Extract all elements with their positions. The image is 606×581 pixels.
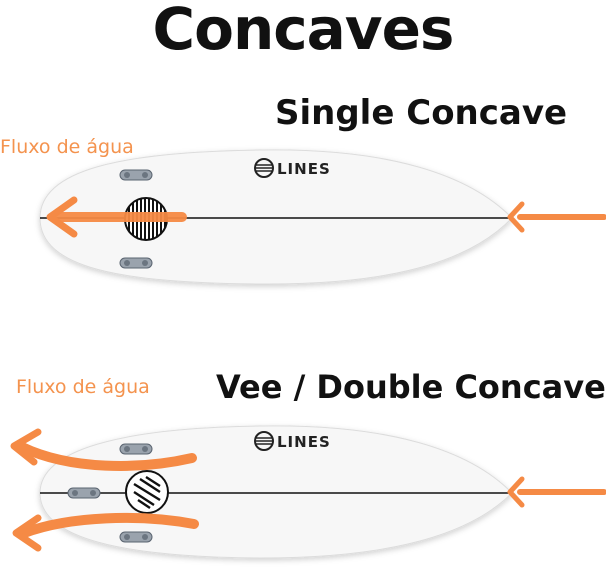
- double-concave-board: LINES: [10, 425, 606, 559]
- double-flow-arrows: [10, 428, 606, 552]
- double-concave-title: Vee / Double Concave: [216, 368, 606, 406]
- single-fin-plug-bottom: [119, 257, 153, 269]
- single-concave-board: LINES: [39, 149, 606, 285]
- double-outflow-arrow-bottom: [19, 512, 199, 538]
- double-water-flow-label: Fluxo de água: [16, 376, 150, 398]
- double-fin-plug-bottom: [119, 531, 153, 543]
- lines-logo-icon: [254, 431, 274, 451]
- double-fin-plug-top: [119, 443, 153, 455]
- double-logo-text: LINES: [277, 433, 331, 451]
- single-fin-plug-top: [119, 169, 153, 181]
- double-outflow-arrow-top: [17, 442, 197, 471]
- page-title: Concaves: [152, 0, 455, 63]
- lines-logo-icon: [254, 158, 274, 178]
- double-leash-plug-icon: [125, 470, 169, 514]
- double-lines-logo: LINES: [254, 431, 331, 451]
- single-flow-arrows: [46, 196, 606, 238]
- single-water-flow-label: Fluxo de água: [0, 136, 134, 158]
- double-board-outline: [39, 425, 513, 559]
- single-lines-logo: LINES: [254, 158, 331, 178]
- double-fin-plug-center: [67, 487, 101, 499]
- single-concave-title: Single Concave: [275, 93, 568, 133]
- single-logo-text: LINES: [277, 160, 331, 178]
